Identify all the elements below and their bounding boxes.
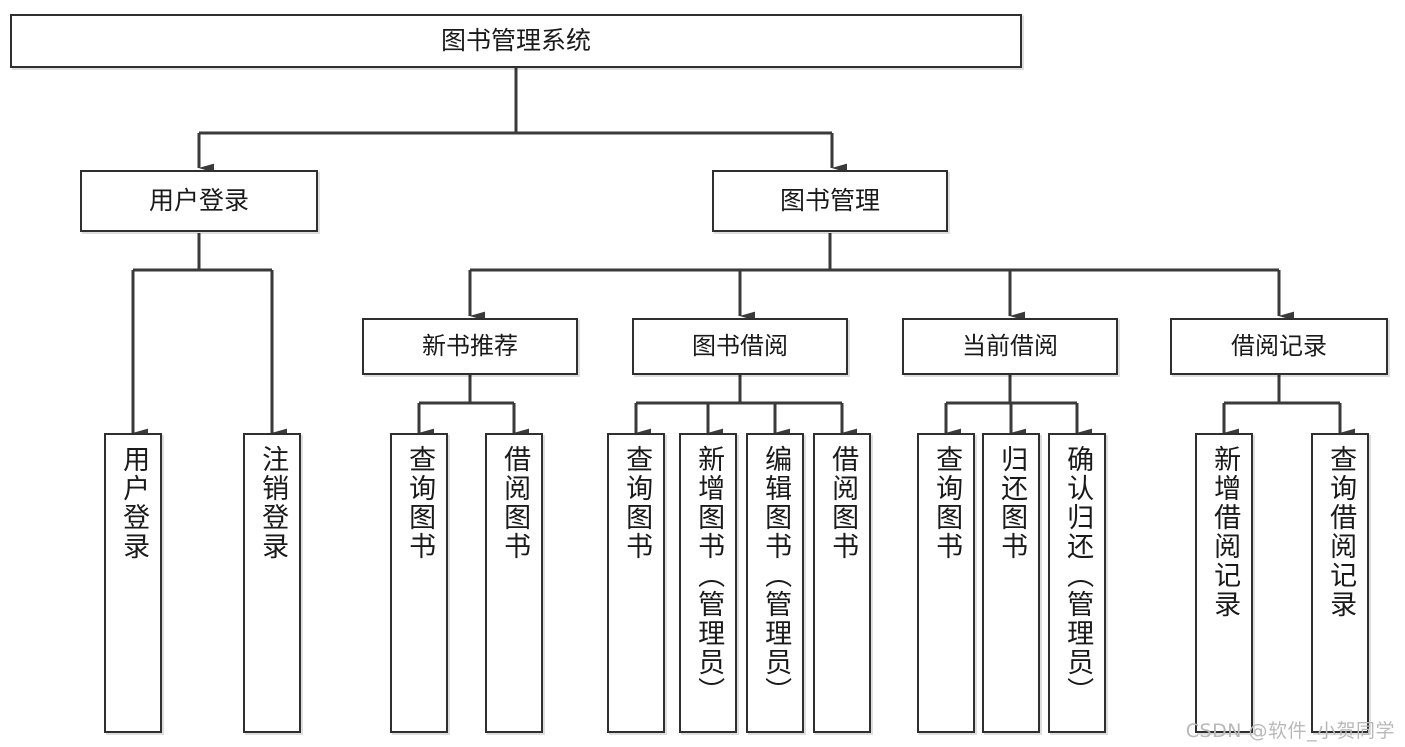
node-label: 用户登录 xyxy=(148,186,249,216)
node-label: 查询借阅记录 xyxy=(1325,445,1357,619)
node-label: 借阅记录 xyxy=(1231,332,1327,361)
node-label: 图书管理系统 xyxy=(440,26,591,56)
node-leaf-query-book-1[interactable]: 查询图书 xyxy=(390,433,448,733)
node-leaf-edit-book[interactable]: 编辑图书（管理员） xyxy=(746,433,804,733)
node-label: 查询图书 xyxy=(931,445,963,561)
node-label: 图书管理 xyxy=(779,186,880,216)
node-leaf-return-book[interactable]: 归还图书 xyxy=(982,433,1040,733)
node-label: 当前借阅 xyxy=(962,332,1058,361)
node-leaf-add-book[interactable]: 新增图书（管理员） xyxy=(679,433,737,733)
node-label: 借阅图书 xyxy=(827,445,859,561)
node-label: 查询图书 xyxy=(404,445,436,561)
node-leaf-borrow-book-1[interactable]: 借阅图书 xyxy=(485,433,543,733)
node-leaf-query-book-2[interactable]: 查询图书 xyxy=(607,433,665,733)
node-user-login[interactable]: 用户登录 xyxy=(80,170,318,232)
node-leaf-user-login[interactable]: 用户登录 xyxy=(104,433,162,733)
node-leaf-user-logout[interactable]: 注销登录 xyxy=(243,433,301,733)
node-leaf-confirm-return[interactable]: 确认归还（管理员） xyxy=(1048,433,1106,733)
node-label: 用户登录 xyxy=(118,445,150,561)
node-borrow-record[interactable]: 借阅记录 xyxy=(1170,318,1388,375)
node-current-borrow[interactable]: 当前借阅 xyxy=(902,318,1118,375)
node-label: 图书借阅 xyxy=(692,332,788,361)
node-label: 新书推荐 xyxy=(422,332,518,361)
node-label: 归还图书 xyxy=(996,445,1028,561)
node-leaf-borrow-book-2[interactable]: 借阅图书 xyxy=(813,433,871,733)
node-label: 新增借阅记录 xyxy=(1209,445,1241,619)
node-label: 借阅图书 xyxy=(499,445,531,561)
node-leaf-query-record[interactable]: 查询借阅记录 xyxy=(1311,433,1369,733)
node-new-book-rec[interactable]: 新书推荐 xyxy=(362,318,578,375)
node-label: 查询图书 xyxy=(621,445,653,561)
node-leaf-add-record[interactable]: 新增借阅记录 xyxy=(1195,433,1253,733)
node-book-manage[interactable]: 图书管理 xyxy=(712,170,948,232)
node-label: 新增图书（管理员） xyxy=(693,445,725,706)
node-root-system[interactable]: 图书管理系统 xyxy=(10,14,1022,68)
csdn-watermark: CSDN @软件_小贺同学 xyxy=(1185,720,1395,742)
node-label: 注销登录 xyxy=(257,445,289,561)
node-book-borrow[interactable]: 图书借阅 xyxy=(632,318,848,375)
node-label: 确认归还（管理员） xyxy=(1062,445,1094,706)
node-leaf-query-book-3[interactable]: 查询图书 xyxy=(917,433,975,733)
node-label: 编辑图书（管理员） xyxy=(760,445,792,706)
